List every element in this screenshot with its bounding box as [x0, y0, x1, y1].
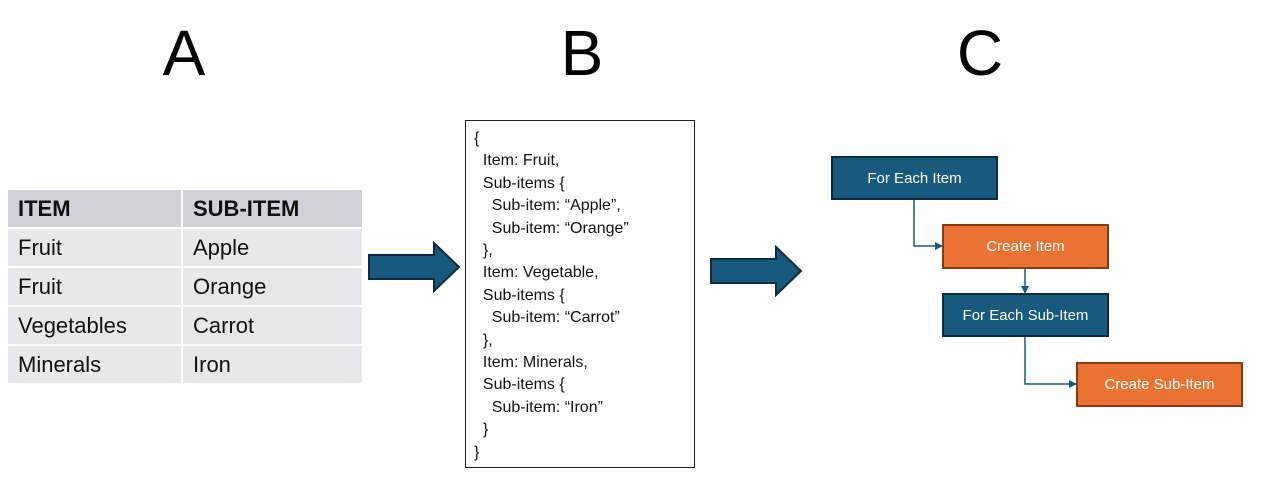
create-sub-item-label: Create Sub-Item [1104, 376, 1215, 393]
json-line: { [474, 130, 480, 147]
create-item-label: Create Item [986, 238, 1065, 255]
json-structure-box: { Item: Fruit, Sub-items { Sub-item: “Ap… [465, 120, 695, 468]
json-line: } [474, 443, 480, 461]
cell-item: Fruit [8, 267, 183, 307]
cell-sub-item: Orange [182, 267, 362, 307]
json-line: } [474, 421, 489, 439]
cell-item: Vegetables [8, 306, 183, 346]
json-line: Item: Fruit, [474, 152, 560, 170]
section-label-c: C [956, 17, 1004, 89]
table-row: Fruit Orange [8, 267, 362, 307]
for-each-item-label: For Each Item [867, 169, 962, 187]
item-table: ITEM SUB-ITEM Fruit Apple Fruit Orange V… [8, 190, 362, 385]
cell-sub-item: Apple [182, 228, 362, 268]
json-line: Sub-item: “Apple”, [474, 197, 621, 215]
json-line: Sub-items { [474, 286, 565, 304]
create-item-box: Create Item [942, 224, 1109, 269]
table-header-row: ITEM SUB-ITEM [8, 190, 362, 229]
for-each-sub-item-box: For Each Sub-Item [942, 293, 1109, 337]
table-row: Vegetables Carrot [8, 306, 362, 346]
for-each-sub-item-label: For Each Sub-Item [962, 306, 1089, 324]
json-line: Sub-items { [474, 174, 565, 192]
table-row: Minerals Iron [8, 345, 362, 385]
cell-item: Minerals [8, 345, 183, 385]
json-line: Item: Vegetable, [474, 264, 599, 282]
section-label-b: B [560, 17, 604, 89]
cell-sub-item: Carrot [182, 306, 362, 346]
json-line: }, [474, 331, 493, 349]
header-sub-item: SUB-ITEM [182, 190, 362, 229]
cell-sub-item: Iron [182, 345, 362, 385]
cell-item: Fruit [8, 228, 183, 268]
right-arrow-icon [368, 241, 461, 293]
for-each-item-box: For Each Item [831, 156, 998, 200]
json-line: Sub-item: “Orange” [474, 219, 629, 237]
header-item: ITEM [8, 190, 183, 229]
connector-line [1024, 337, 1077, 388]
json-line: Sub-item: “Carrot” [474, 309, 620, 327]
json-line: Item: Minerals, [474, 354, 588, 372]
connector-line [913, 200, 943, 250]
create-sub-item-box: Create Sub-Item [1076, 362, 1243, 407]
json-line: }, [474, 242, 493, 260]
json-line: Sub-items { [474, 376, 565, 394]
section-label-a: A [162, 17, 206, 89]
right-arrow-icon [710, 245, 803, 297]
table-row: Fruit Apple [8, 228, 362, 268]
json-line: Sub-item: “Iron” [474, 398, 603, 416]
